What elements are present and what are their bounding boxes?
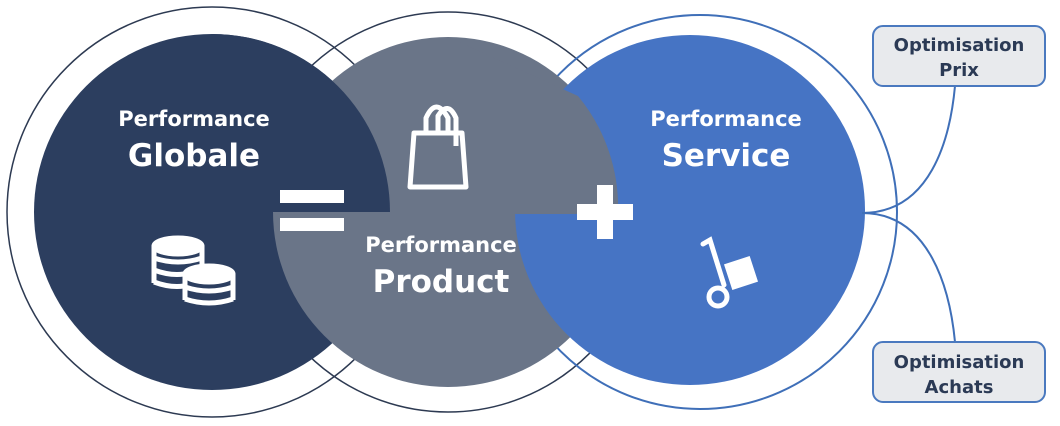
globale-line2: Globale bbox=[128, 138, 260, 174]
box-prix-line2: Prix bbox=[939, 60, 979, 81]
box-optimisation-achats: Optimisation Achats bbox=[872, 341, 1046, 403]
equals-sign bbox=[280, 190, 344, 231]
box-prix-line1: Optimisation bbox=[894, 35, 1025, 56]
box-optimisation-prix: Optimisation Prix bbox=[872, 25, 1046, 87]
service-line1: Performance bbox=[650, 107, 802, 131]
globale-quadrant bbox=[212, 34, 390, 212]
product-line2: Product bbox=[373, 264, 510, 300]
service-line2: Service bbox=[662, 138, 791, 174]
service-circle bbox=[515, 35, 865, 385]
shopping-bag-icon bbox=[407, 104, 469, 190]
plus-sign bbox=[577, 185, 633, 239]
product-quadrant bbox=[448, 37, 619, 214]
connector-prix bbox=[861, 85, 956, 214]
connector-achats bbox=[861, 212, 956, 343]
globale-line1: Performance bbox=[118, 107, 270, 131]
box-achats-line1: Optimisation bbox=[894, 352, 1025, 373]
box-achats-line2: Achats bbox=[925, 377, 994, 398]
hand-truck-icon bbox=[700, 236, 759, 309]
coins-icon bbox=[151, 235, 236, 306]
product-line1: Performance bbox=[365, 233, 517, 257]
